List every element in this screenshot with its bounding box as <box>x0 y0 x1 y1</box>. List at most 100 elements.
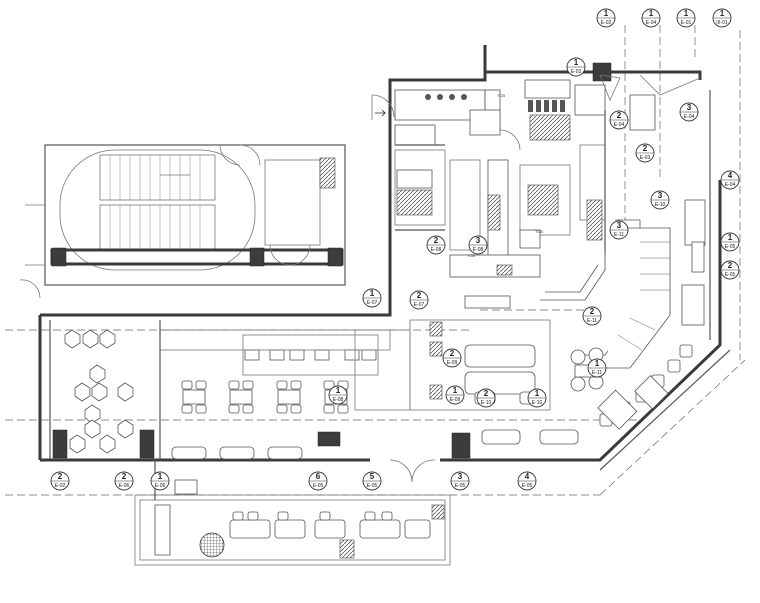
tag-number: 1 <box>595 359 600 368</box>
tag-sheet: E-06 <box>155 483 166 489</box>
booth-seating <box>540 199 706 430</box>
section-tag: 1 E-01 <box>676 8 696 28</box>
tag-number: 1 <box>684 9 689 18</box>
tag-sheet: E-02 <box>601 20 612 26</box>
section-tag: 2 E-07 <box>409 290 429 310</box>
section-tag: 3 E-08 <box>468 235 488 255</box>
tag-sheet: E-02 <box>55 483 66 489</box>
section-tag: 5 E-05 <box>362 471 382 491</box>
tag-sheet: E-05 <box>367 483 378 489</box>
section-tag: 1 E-07 <box>362 288 382 308</box>
tag-number: 3 <box>658 191 663 200</box>
section-tag: 3 E-04 <box>679 102 699 122</box>
tag-number: 6 <box>316 472 321 481</box>
tag-number: 1 <box>370 289 375 298</box>
tag-number: 5 <box>370 472 375 481</box>
tag-number: 3 <box>458 472 463 481</box>
tag-sheet: E-09 <box>447 360 458 366</box>
tag-sheet: E-11 <box>592 370 602 376</box>
section-tag: 1 E-04 <box>641 8 661 28</box>
tag-sheet: E-04 <box>614 122 625 128</box>
tag-number: 1 <box>453 386 458 395</box>
equipment-label: TCB <box>535 229 543 234</box>
tag-number: 2 <box>434 236 439 245</box>
round-tables <box>570 347 604 392</box>
tag-number: 2 <box>58 472 63 481</box>
dining-tables <box>159 319 579 460</box>
tag-number: 1 <box>728 233 733 242</box>
tag-number: 2 <box>417 291 422 300</box>
section-tag: 1 E-02 <box>596 8 616 28</box>
tag-number: 1 <box>720 9 725 18</box>
equipment-labels: TCB TCB TCB <box>467 93 543 258</box>
tag-number: 1 <box>336 386 341 395</box>
tag-number: 3 <box>476 236 481 245</box>
tag-number: 2 <box>590 307 595 316</box>
equipment-label: TCB <box>497 93 505 98</box>
tag-sheet: E-10 <box>532 400 543 406</box>
equipment-label: TCB <box>467 253 475 258</box>
tag-sheet: E-06 <box>119 483 130 489</box>
section-tag: 2 E-02 <box>50 471 70 491</box>
tag-sheet: E-05 <box>725 272 736 278</box>
tag-sheet: E-09 <box>450 397 461 403</box>
section-tag: 2 E-11 <box>582 306 602 326</box>
section-tag: 1 E-11 <box>587 358 607 378</box>
tag-sheet: III-01 <box>716 20 728 26</box>
tag-sheet: E-10 <box>481 400 492 406</box>
tag-sheet: E-10 <box>655 202 666 208</box>
tag-sheet: E-03 <box>571 69 582 75</box>
section-tag: 3 E-05 <box>450 471 470 491</box>
tag-sheet: E-05 <box>313 483 324 489</box>
section-tag: 1 E-09 <box>445 385 465 405</box>
section-tag: 2 E-05 <box>720 260 740 280</box>
tag-number: 1 <box>574 58 579 67</box>
section-tag: 1 E-06 <box>150 471 170 491</box>
tag-sheet: E-04 <box>725 182 736 188</box>
section-tag: 3 E-10 <box>650 190 670 210</box>
tag-number: 1 <box>535 389 540 398</box>
tag-number: 4 <box>728 171 733 180</box>
tag-sheet: E-07 <box>414 302 425 308</box>
tag-sheet: E-08 <box>473 247 484 253</box>
section-tag: 2 E-03 <box>635 143 655 163</box>
building-walls <box>38 45 731 471</box>
tag-number: 3 <box>687 103 692 112</box>
section-tag: 2 E-08 <box>426 235 446 255</box>
section-tag: 4 E-04 <box>720 170 740 190</box>
tag-sheet: E-04 <box>684 114 695 120</box>
tag-number: 1 <box>604 9 609 18</box>
section-tag: 2 E-04 <box>609 110 629 130</box>
section-tag: 1 III-01 <box>712 8 732 28</box>
tag-number: 1 <box>158 472 163 481</box>
tag-number: 2 <box>484 389 489 398</box>
tag-number: 2 <box>643 144 648 153</box>
section-tag: 2 E-06 <box>114 471 134 491</box>
tag-number: 4 <box>525 472 530 481</box>
tag-number: 1 <box>649 9 654 18</box>
tag-number: 2 <box>617 111 622 120</box>
tag-sheet: E-05 <box>522 483 533 489</box>
tag-sheet: E-08 <box>431 247 442 253</box>
section-tag: 1 E-03 <box>566 57 586 77</box>
kitchen-area <box>371 74 701 309</box>
tag-sheet: E-03 <box>640 155 651 161</box>
tag-sheet: E-08 <box>333 397 344 403</box>
section-tag: 1 E-08 <box>328 385 348 405</box>
tag-sheet: E-04 <box>646 20 657 26</box>
tag-number: 2 <box>450 349 455 358</box>
lounge-seating <box>64 320 161 460</box>
section-tag: 2 E-09 <box>442 348 462 368</box>
tag-sheet: E-01 <box>681 20 692 26</box>
section-tag: 4 E-05 <box>517 471 537 491</box>
section-tag: 6 E-05 <box>308 471 328 491</box>
terrace <box>134 459 451 566</box>
tag-sheet: E-11 <box>614 232 624 238</box>
section-tag: 2 E-10 <box>476 388 496 408</box>
tag-number: 2 <box>728 261 733 270</box>
tag-number: 3 <box>617 221 622 230</box>
section-tag: 1 E-05 <box>720 232 740 252</box>
section-tag: 3 E-11 <box>609 220 629 240</box>
tag-number: 2 <box>122 472 127 481</box>
